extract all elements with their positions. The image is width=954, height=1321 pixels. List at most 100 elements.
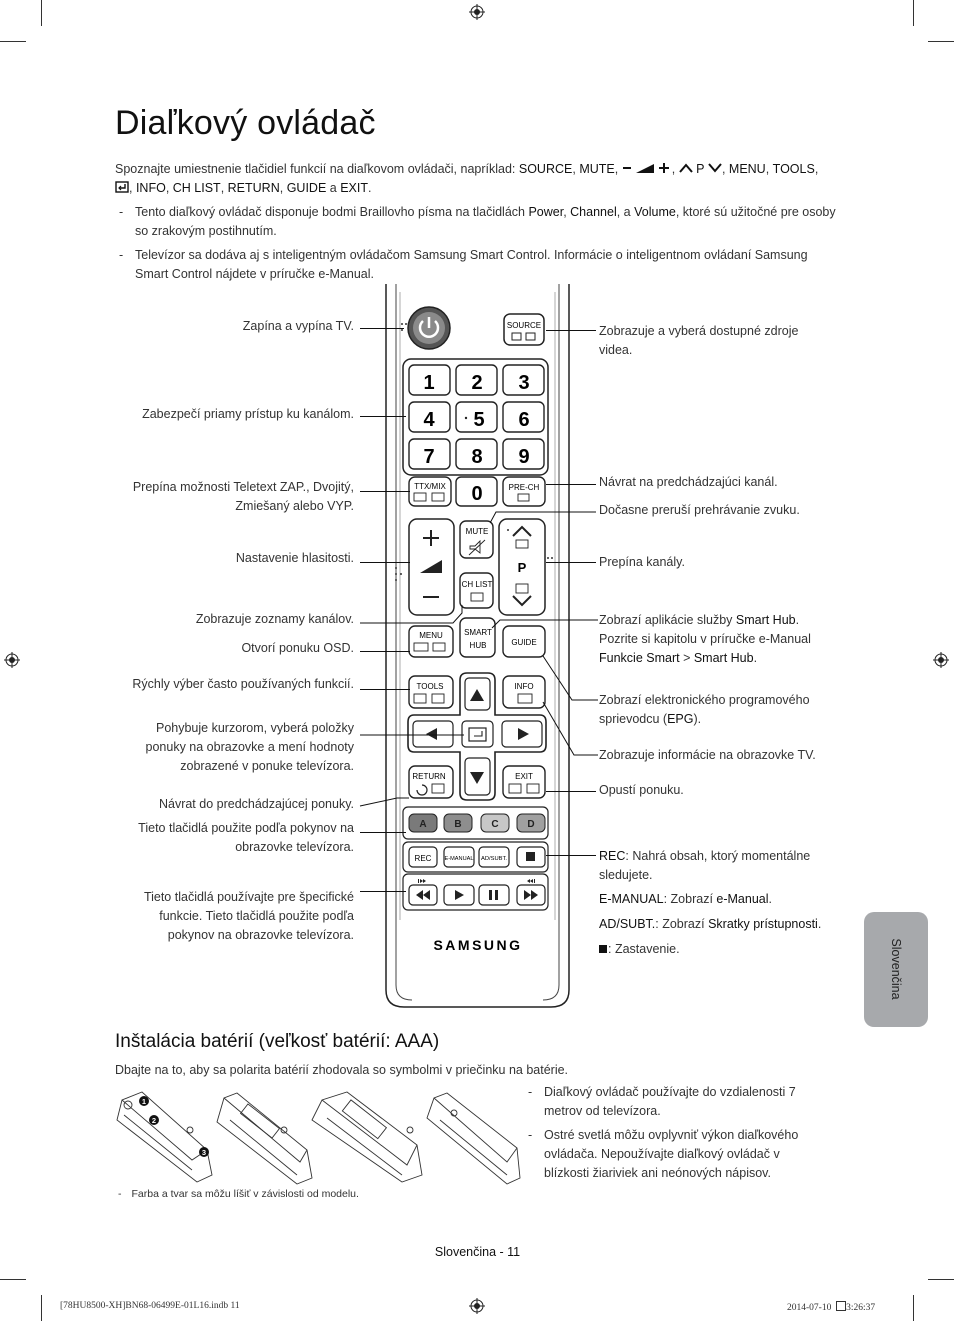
rewind-button[interactable] — [408, 884, 438, 906]
color-button-b[interactable]: B — [443, 813, 473, 833]
svg-text:7: 7 — [423, 446, 434, 468]
battery-installation-illustration: 1 2 3 — [116, 1091, 521, 1185]
registration-mark-icon — [469, 1298, 485, 1314]
svg-text:CH LIST: CH LIST — [462, 580, 493, 589]
label-mute: Dočasne preruší prehrávanie zvuku. — [599, 503, 800, 517]
label-ch-list: Zobrazuje zoznamy kanálov. — [195, 612, 354, 626]
svg-text:INFO: INFO — [514, 682, 533, 691]
label-ad-subt: AD/SUBT.: Zobrazí Skratky prístupnosti. — [599, 917, 822, 931]
crop-mark — [928, 1279, 954, 1280]
crop-mark — [41, 1295, 42, 1321]
digit-6-button[interactable]: 6 — [502, 401, 545, 433]
channel-up-icon — [678, 163, 693, 173]
registration-mark-icon — [469, 4, 485, 20]
tools-button[interactable]: TOOLS — [408, 675, 454, 709]
note-braille: -Tento diaľkový ovládač disponuje bodmi … — [119, 205, 836, 238]
digit-3-button[interactable]: 3 — [502, 364, 545, 396]
battery-note-light: -Ostré svetlá môžu ovplyvniť výkon diaľk… — [528, 1128, 799, 1180]
svg-text:3: 3 — [202, 1148, 206, 1157]
digit-5-button[interactable]: 5 — [455, 401, 498, 433]
intro-paragraph: Spoznajte umiestnenie tlačidiel funkcií … — [115, 162, 819, 195]
leader-line — [360, 562, 410, 563]
exit-button[interactable]: EXIT — [502, 765, 546, 799]
ad-subt-button[interactable]: AD/SUBT. — [478, 846, 510, 868]
svg-text:A: A — [419, 819, 426, 830]
svg-text:1: 1 — [142, 1097, 146, 1106]
digit-9-button[interactable]: 9 — [502, 438, 545, 470]
enter-icon — [115, 181, 129, 193]
leader-line — [360, 651, 410, 652]
digit-0-button[interactable]: 0 — [455, 476, 498, 507]
label-ttx-mix: Prepína možnosti Teletext ZAP., Dvojitý,… — [132, 480, 354, 513]
color-button-d[interactable]: D — [516, 813, 546, 833]
pre-ch-button[interactable]: PRE-CH — [502, 476, 546, 507]
digit-2-button[interactable]: 2 — [455, 364, 498, 396]
channel-down-icon — [708, 163, 722, 173]
dpad[interactable] — [407, 672, 547, 801]
channel-rocker[interactable]: P — [498, 518, 546, 616]
leader-line — [546, 562, 596, 563]
smart-hub-button[interactable]: SMART HUB — [459, 617, 496, 658]
crop-mark — [928, 41, 954, 42]
svg-text:SOURCE: SOURCE — [507, 321, 541, 330]
info-button[interactable]: INFO — [502, 675, 546, 709]
svg-text:2: 2 — [152, 1116, 156, 1125]
label-e-manual: E-MANUAL: Zobrazí e-Manual. — [599, 892, 772, 906]
page-title: Diaľkový ovládač — [115, 104, 376, 142]
volume-icon — [622, 163, 669, 173]
label-numbers: Zabezpečí priamy prístup ku kanálom. — [142, 407, 354, 421]
digit-1-button[interactable]: 1 — [408, 364, 451, 396]
label-pre-ch: Návrat na predchádzajúci kanál. — [599, 475, 778, 489]
guide-button[interactable]: GUIDE — [502, 625, 546, 658]
digit-8-button[interactable]: 8 — [455, 438, 498, 470]
source-button[interactable]: SOURCE — [503, 313, 545, 346]
leader-line — [491, 619, 598, 629]
ttx-mix-button[interactable]: TTX/MIX — [408, 476, 452, 507]
digit-7-button[interactable]: 7 — [408, 438, 451, 470]
registration-mark-icon — [4, 652, 20, 668]
stop-button[interactable] — [516, 846, 546, 868]
crop-mark — [41, 0, 42, 26]
svg-text:RETURN: RETURN — [412, 772, 446, 781]
digit-4-button[interactable]: 4 — [408, 401, 451, 433]
play-button[interactable] — [443, 884, 475, 906]
label-smart-hub: Zobrazí aplikácie služby Smart Hub. Pozr… — [599, 613, 811, 665]
svg-text:P: P — [518, 560, 527, 575]
svg-text:SMART: SMART — [464, 628, 492, 637]
label-rec: REC: Nahrá obsah, ktorý momentálne sledu… — [599, 849, 811, 882]
svg-text:REC: REC — [415, 854, 432, 863]
label-function-buttons: Tieto tlačidlá používajte pre špecifické… — [143, 890, 354, 942]
label-menu: Otvorí ponuku OSD. — [241, 641, 354, 655]
svg-text:GUIDE: GUIDE — [511, 638, 536, 647]
svg-text:HUB: HUB — [470, 641, 487, 650]
color-button-a[interactable]: A — [408, 813, 438, 833]
step-1-badge: 1 — [139, 1096, 149, 1106]
fast-forward-button[interactable] — [516, 884, 546, 906]
battery-heading: Inštalácia batérií (veľkosť batérií: AAA… — [115, 1031, 440, 1052]
return-button[interactable]: RETURN — [408, 765, 454, 799]
svg-text:AD/SUBT.: AD/SUBT. — [481, 856, 507, 862]
print-date: 2014-07-10 3:26:37 — [787, 1301, 876, 1313]
pause-button[interactable] — [478, 884, 510, 906]
battery-note-range: -Diaľkový ovládač používajte do vzdialen… — [528, 1085, 796, 1118]
color-button-c[interactable]: C — [480, 813, 510, 833]
rec-button[interactable]: REC — [408, 846, 438, 868]
svg-text:EXIT: EXIT — [515, 772, 533, 781]
menu-button[interactable]: MENU — [408, 625, 454, 658]
e-manual-button[interactable]: E-MANUAL — [443, 846, 475, 868]
label-return: Návrat do predchádzajúcej ponuky. — [158, 797, 354, 811]
illustration-caption: -Farba a tvar sa môžu líšiť v závislosti… — [118, 1188, 359, 1200]
ch-list-button[interactable]: CH LIST — [459, 572, 494, 609]
print-file-info: [78HU8500-XH]BN68-06499E-01L16.indb 11 — [60, 1301, 240, 1311]
volume-rocker[interactable] — [408, 518, 455, 616]
svg-text:PRE-CH: PRE-CH — [509, 483, 540, 492]
label-info: Zobrazuje informácie na obrazovke TV. — [599, 748, 816, 762]
svg-text:0: 0 — [471, 483, 482, 505]
svg-text:C: C — [491, 819, 498, 830]
power-button[interactable] — [407, 306, 451, 350]
mute-button[interactable]: MUTE — [459, 520, 494, 559]
svg-text:5: 5 — [473, 409, 484, 431]
svg-text:D: D — [527, 819, 534, 830]
label-color-buttons: Tieto tlačidlá použite podľa pokynov na … — [138, 821, 354, 854]
crop-mark — [0, 1279, 26, 1280]
